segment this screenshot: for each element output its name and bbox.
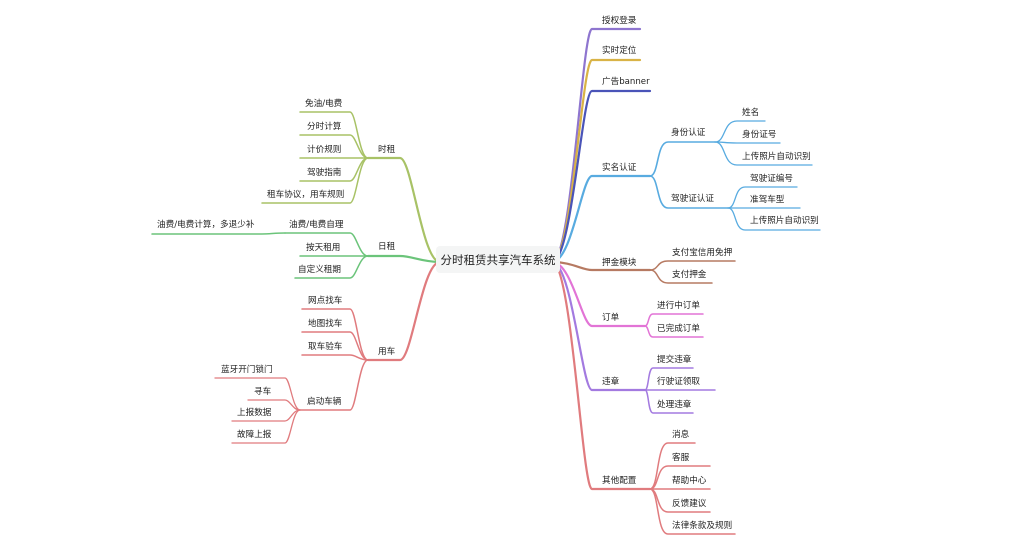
edge-start-item-3 [231,409,301,444]
node-order-done[interactable]: 已完成订单 [657,324,700,334]
edge-order [550,260,647,328]
node-start-find[interactable]: 寻车 [254,387,272,397]
node-hourly[interactable]: 时租 [378,145,396,155]
node-real-name-auth[interactable]: 实名认证 [602,163,637,173]
node-daily-fuel-detail[interactable]: 油费/电费计算，多退少补 [157,220,255,230]
edge-other-4 [649,488,736,535]
root-topic[interactable]: 分时租赁共享汽车系统 [436,246,560,273]
node-hourly-time-calc[interactable]: 分时计算 [307,122,342,132]
edge-other-1 [649,465,711,490]
node-other-legal[interactable]: 法律条款及规则 [672,521,733,531]
edge-other [550,260,652,491]
edge-hourly-1 [299,134,369,159]
edge-license-auth [649,175,729,209]
edge-hourly [366,156,442,264]
node-deposit[interactable]: 押金模块 [602,258,637,268]
node-id-number[interactable]: 身份证号 [742,130,777,140]
node-use-car-pickup[interactable]: 取车验车 [308,342,343,352]
edge-license-item-2 [727,207,821,231]
node-use-car-map[interactable]: 地图找车 [308,319,343,329]
node-start-car[interactable]: 启动车辆 [307,397,342,407]
edge-license-item-0 [727,186,798,209]
node-violation[interactable]: 违章 [602,377,620,387]
node-start-bluetooth[interactable]: 蓝牙开门锁门 [221,365,273,375]
edge-start-item-0 [214,377,301,411]
node-other-feedback[interactable]: 反馈建议 [672,499,707,509]
edge-id-item-0 [714,120,766,143]
node-start-fault[interactable]: 故障上报 [237,430,272,440]
node-other-help[interactable]: 帮助中心 [672,476,707,486]
node-use-car[interactable]: 用车 [378,347,396,357]
node-order-ongoing[interactable]: 进行中订单 [657,301,700,311]
node-id-auth[interactable]: 身份认证 [671,128,706,138]
edge-use-car-2 [301,354,369,361]
node-daily[interactable]: 日租 [378,242,396,252]
edge-id-auth [649,141,716,177]
edge-id-item-1 [714,141,781,144]
node-daily-fuel[interactable]: 油费/电费自理 [289,220,344,230]
edge-order-1 [644,325,704,338]
node-daily-by-day[interactable]: 按天租用 [306,243,341,253]
node-use-car-outlet[interactable]: 网点找车 [308,296,343,306]
node-license-auth[interactable]: 驾驶证认证 [671,194,714,204]
edge-daily-fuel-detail [151,232,286,235]
node-other-message[interactable]: 消息 [672,430,690,440]
edge-hourly-4 [261,157,369,204]
node-hourly-pricing[interactable]: 计价规则 [307,145,342,155]
node-other-config[interactable]: 其他配置 [602,476,637,486]
edge-start-car [299,359,369,411]
node-id-name[interactable]: 姓名 [742,108,760,118]
node-ad-banner[interactable]: 广告banner [602,77,650,87]
edge-violation-0 [644,367,694,391]
node-deposit-pay[interactable]: 支付押金 [672,270,707,280]
edge-hourly-0 [299,111,369,159]
edge-deposit-1 [649,269,713,284]
node-realtime-location[interactable]: 实时定位 [602,46,637,56]
node-other-service[interactable]: 客服 [672,453,690,463]
edge-use-car-1 [301,331,369,361]
edge-daily [366,254,442,264]
node-hourly-guide[interactable]: 驾驶指南 [307,168,342,178]
node-auth-login[interactable]: 授权登录 [602,16,637,26]
node-hourly-free-fuel[interactable]: 免油/电费 [305,99,343,109]
node-start-report[interactable]: 上报数据 [237,408,272,418]
node-hourly-agreement[interactable]: 租车协议，用车规则 [267,190,345,200]
node-deposit-alipay[interactable]: 支付宝信用免押 [672,248,733,258]
node-violation-license[interactable]: 行驶证领取 [657,377,700,387]
node-order[interactable]: 订单 [602,313,620,323]
node-daily-custom[interactable]: 自定义租期 [298,265,341,275]
node-violation-submit[interactable]: 提交违章 [657,355,692,365]
edge-start-item-1 [247,399,301,411]
edge-daily-fuel [284,232,369,257]
node-license-photo[interactable]: 上传照片自动识别 [750,216,819,226]
edge-violation-2 [644,389,694,414]
edge-daily-1 [294,255,369,279]
edge-id-item-2 [714,141,813,166]
node-id-photo[interactable]: 上传照片自动识别 [742,152,811,162]
node-license-number[interactable]: 驾驶证编号 [750,174,793,184]
node-license-type[interactable]: 准驾车型 [750,195,785,205]
edge-use-car [366,260,442,362]
edge-deposit-0 [649,260,736,271]
node-violation-handle[interactable]: 处理违章 [657,400,692,410]
